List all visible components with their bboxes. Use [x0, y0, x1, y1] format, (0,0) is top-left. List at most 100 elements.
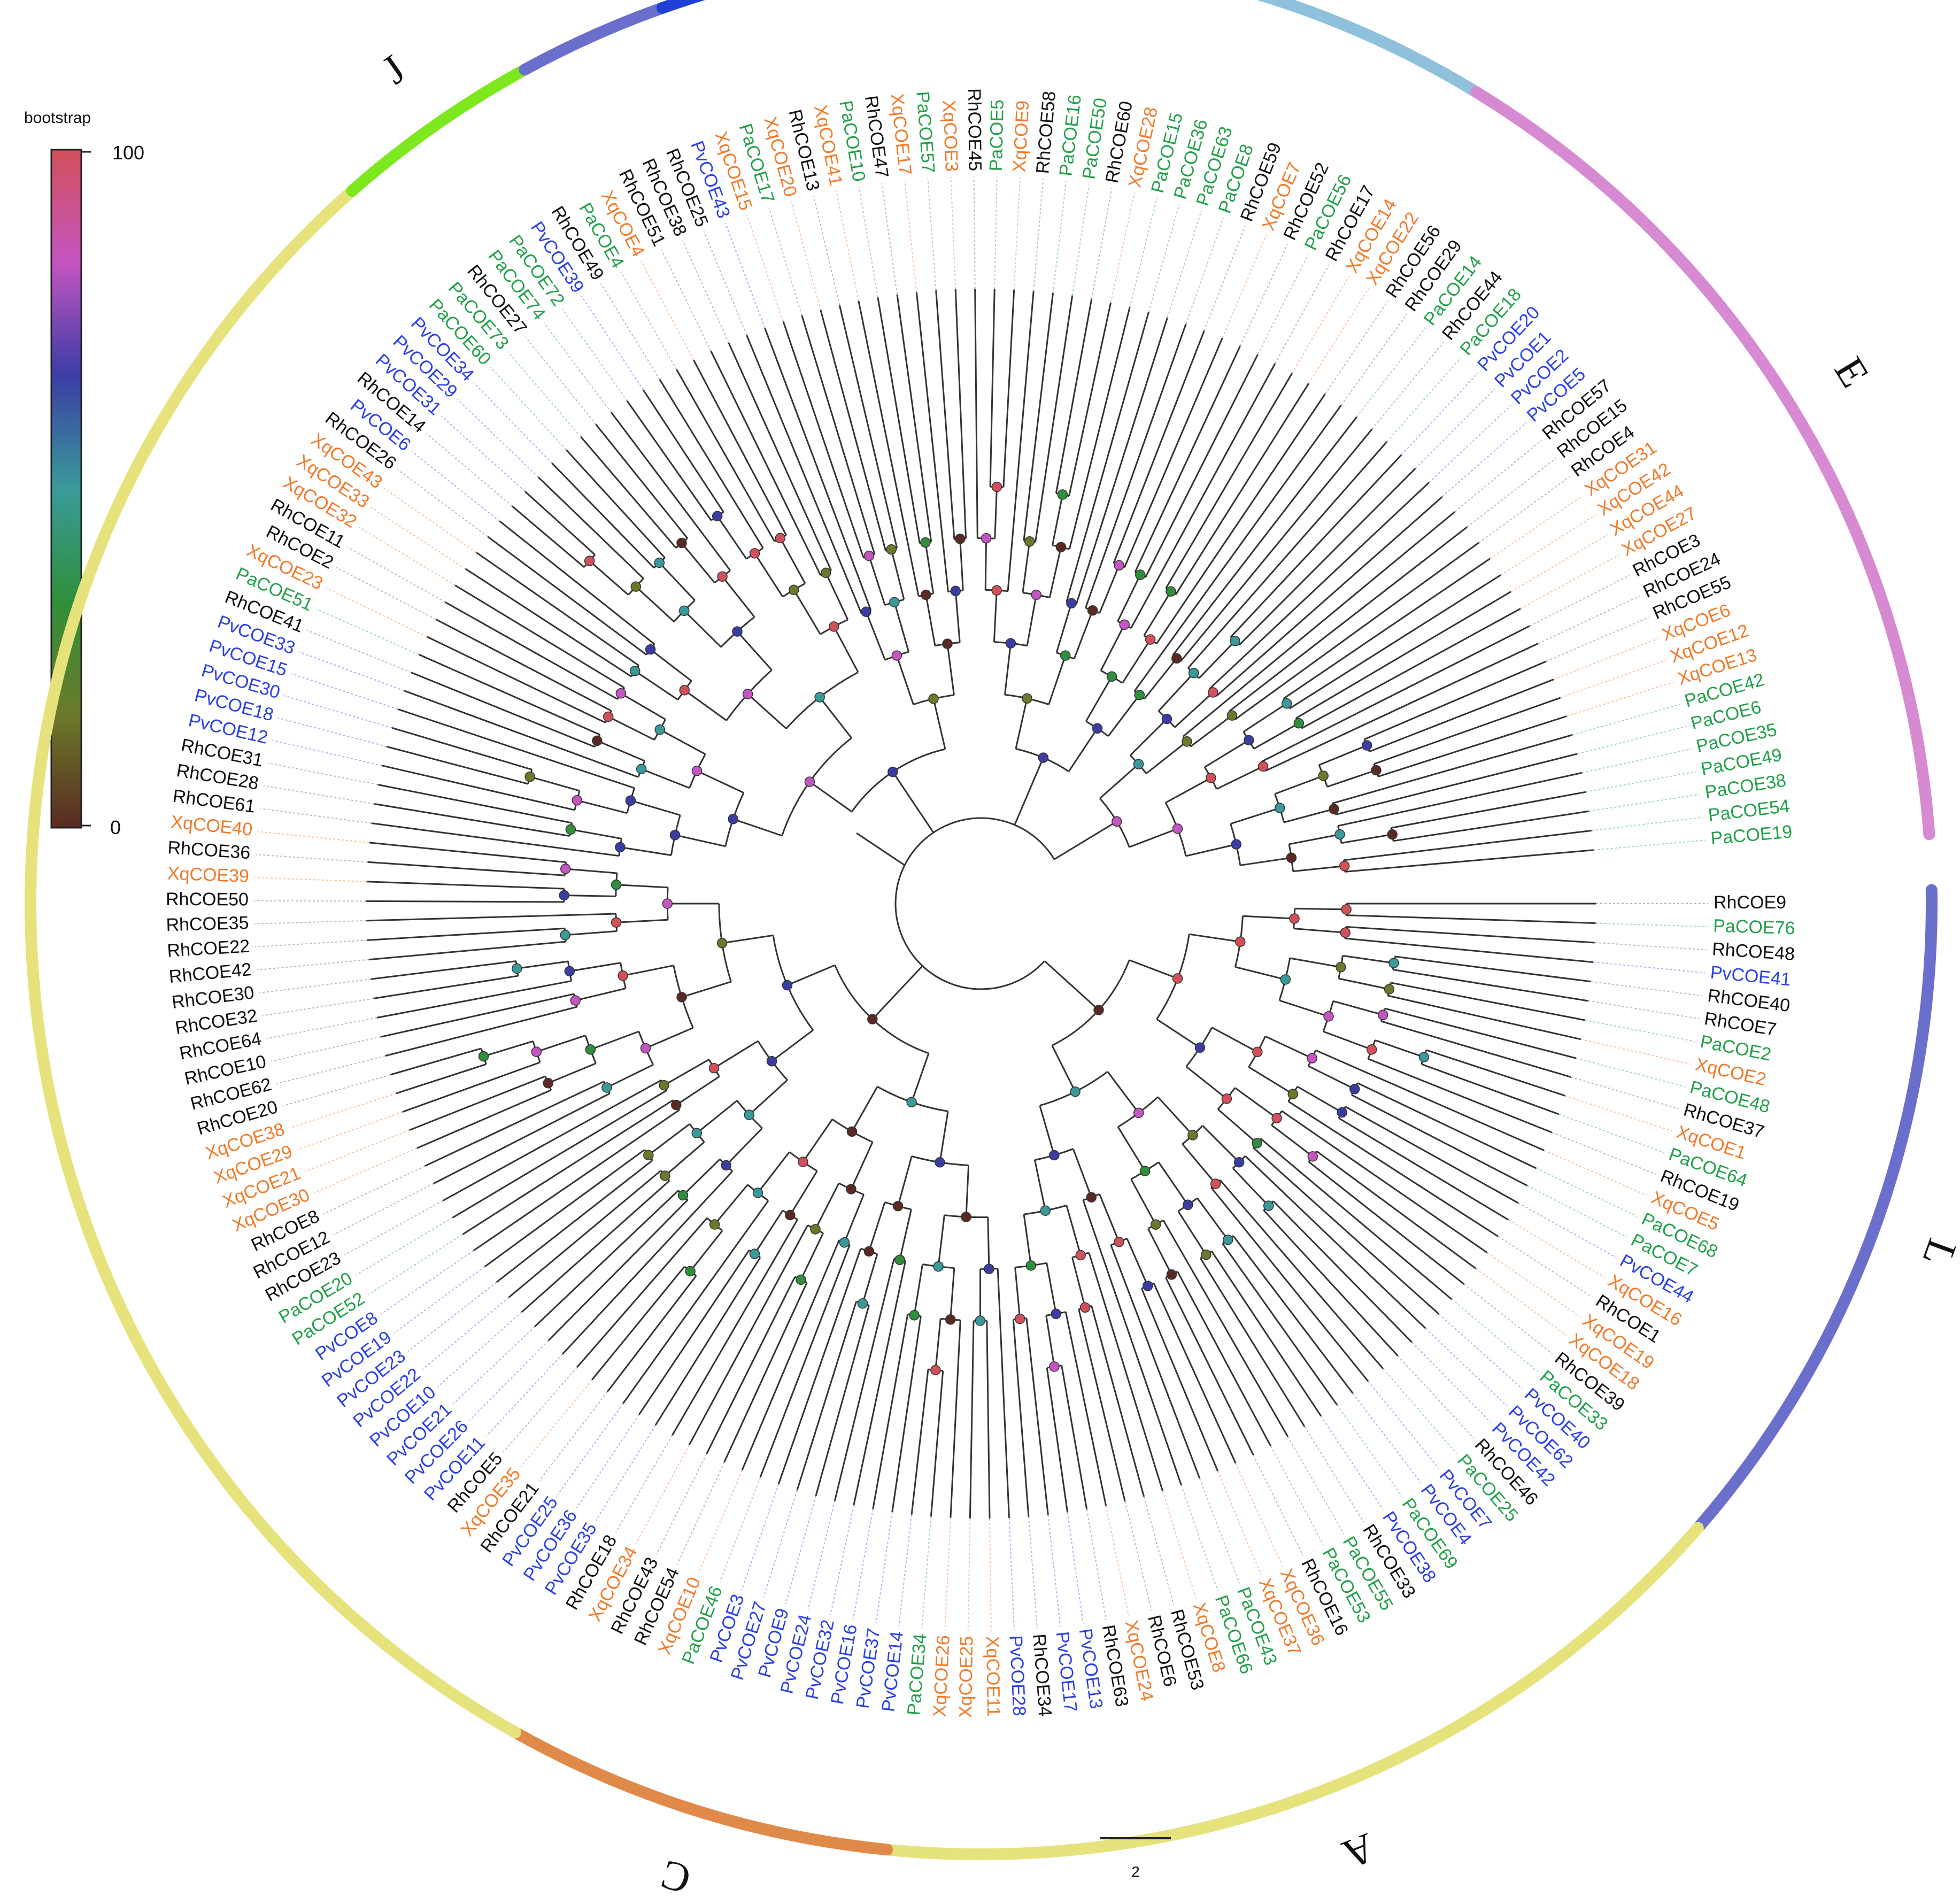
branch-286 — [371, 960, 516, 980]
clade-label-A: A — [1336, 1824, 1382, 1879]
branch-211 — [714, 1184, 748, 1225]
bootstrap-node-172 — [1182, 736, 1192, 747]
branch-222 — [748, 1079, 788, 1116]
leaf-label: RhCOE42 — [168, 959, 252, 987]
bootstrap-node-36 — [1086, 1192, 1097, 1203]
branch-241 — [713, 1040, 759, 1069]
branch-62 — [1234, 1087, 1277, 1119]
leaf-guide-RhCOE31 — [267, 762, 378, 785]
leaf-guide-PvCOE29 — [457, 398, 539, 478]
bootstrap-node-84 — [531, 1046, 542, 1057]
bootstrap-node-77 — [671, 1099, 682, 1111]
bootstrap-node-174 — [1281, 698, 1292, 709]
branch-528 — [1228, 526, 1468, 712]
bootstrap-node-133 — [861, 606, 871, 617]
branch-121 — [1034, 1160, 1046, 1211]
branch-229 — [547, 1199, 689, 1342]
leaf-guide-PvCOE6 — [411, 451, 500, 522]
leaf-guide-RhCOE23 — [344, 1200, 443, 1256]
branch-319 — [374, 803, 570, 837]
bootstrap-legend: bootstrap 100 0 — [24, 109, 144, 838]
branch-206 — [654, 1257, 761, 1426]
branch-335 — [404, 690, 639, 778]
leaf-guide-PaCOE38 — [1588, 793, 1700, 812]
leaf-guide-PaCOE66 — [1180, 1484, 1218, 1592]
bootstrap-node-184 — [1387, 829, 1398, 840]
branch-5 — [1189, 933, 1241, 943]
root-stub — [856, 832, 905, 866]
branch-465 — [1055, 298, 1093, 494]
bootstrap-node-46 — [1093, 1005, 1104, 1015]
branch-375 — [659, 562, 696, 601]
branch-96 — [1232, 1235, 1354, 1394]
bootstrap-node-63 — [749, 1248, 760, 1259]
leaf-guide-RhCOE24 — [1538, 595, 1640, 644]
branch-183 — [777, 1248, 862, 1485]
branch-60 — [1185, 1066, 1228, 1100]
bootstrap-node-72 — [721, 1160, 731, 1171]
leaf-guide-RhCOE43 — [656, 1453, 707, 1555]
leaf-guide-XqCOE29 — [297, 1111, 403, 1151]
bootstrap-node-85 — [585, 1044, 596, 1055]
bootstrap-node-33 — [1133, 1107, 1144, 1119]
branch-521 — [1209, 482, 1430, 690]
branch-457 — [1022, 541, 1031, 593]
bootstrap-node-153 — [1066, 598, 1077, 608]
leaf-guide-PaCOE60 — [490, 366, 567, 450]
leaf-guide-XqCOE28 — [1110, 192, 1135, 303]
bootstrap-node-109 — [603, 711, 614, 722]
leaf-guide-PaCOE52 — [367, 1234, 464, 1296]
branch-578 — [1345, 849, 1594, 873]
branch-512 — [1158, 672, 1194, 712]
branch-156 — [986, 1320, 991, 1519]
leaf-guide-XqCOE25 — [967, 1518, 971, 1631]
leaf-guide-XqCOE24 — [1105, 1505, 1130, 1616]
leaf-guide-PvCOE21 — [453, 1326, 535, 1405]
branch-218 — [786, 964, 836, 986]
bootstrap-node-91 — [676, 992, 687, 1003]
bootstrap-node-114 — [629, 666, 641, 676]
leaf-guide-XqCOE2 — [1580, 1038, 1691, 1065]
branch-534 — [1204, 739, 1249, 768]
branch-320 — [377, 784, 572, 824]
bootstrap-node-190 — [1112, 816, 1122, 827]
clade-arc-E — [1470, 86, 1935, 841]
branch-565 — [1335, 753, 1578, 815]
scale-bar: 2 — [1100, 1837, 1171, 1880]
branch-48 — [1315, 1049, 1545, 1151]
bootstrap-node-90 — [618, 970, 628, 981]
leaf-guide-PaCOE68 — [1535, 1167, 1638, 1217]
branch-339 — [418, 653, 600, 736]
branch-278 — [385, 1006, 577, 1057]
leaf-label: XqCOE25 — [955, 1636, 977, 1718]
bootstrap-node-22 — [1172, 973, 1183, 984]
branch-381 — [681, 542, 715, 583]
branch-203 — [672, 1219, 798, 1436]
leaf-guide-PaCOE76 — [1595, 922, 1708, 928]
branch-176 — [834, 1258, 895, 1501]
leaf-guide-PaCOE15 — [1129, 198, 1158, 307]
branch-145 — [910, 1053, 930, 1103]
leaf-label: RhCOE58 — [1032, 90, 1060, 175]
branch-139 — [1014, 1267, 1021, 1319]
bootstrap-node-179 — [1361, 740, 1372, 751]
bootstrap-node-76 — [744, 1109, 754, 1120]
leaf-guide-RhCOE64 — [266, 1017, 377, 1039]
leaf-guide-PvCOE37 — [875, 1512, 893, 1623]
branch-31 — [1333, 1000, 1384, 1016]
bootstrap-node-54 — [894, 1254, 905, 1265]
bootstrap-node-146 — [981, 533, 992, 544]
branch-326 — [529, 776, 580, 792]
branch-438 — [954, 289, 967, 539]
branch-128 — [1091, 1305, 1145, 1497]
leaf-guide-RhCOE28 — [263, 785, 375, 805]
leaf-guide-XqCOE20 — [791, 201, 821, 311]
bootstrap-node-11 — [1235, 936, 1246, 947]
branch-409 — [865, 611, 886, 660]
branch-210 — [622, 1200, 769, 1404]
leaf-guide-PvCOE4 — [1352, 1393, 1422, 1483]
branch-236 — [508, 1170, 661, 1298]
branch-98 — [1177, 1211, 1207, 1255]
bootstrap-node-48 — [984, 1263, 994, 1274]
leaf-guide-XqCOE44 — [1510, 534, 1608, 592]
